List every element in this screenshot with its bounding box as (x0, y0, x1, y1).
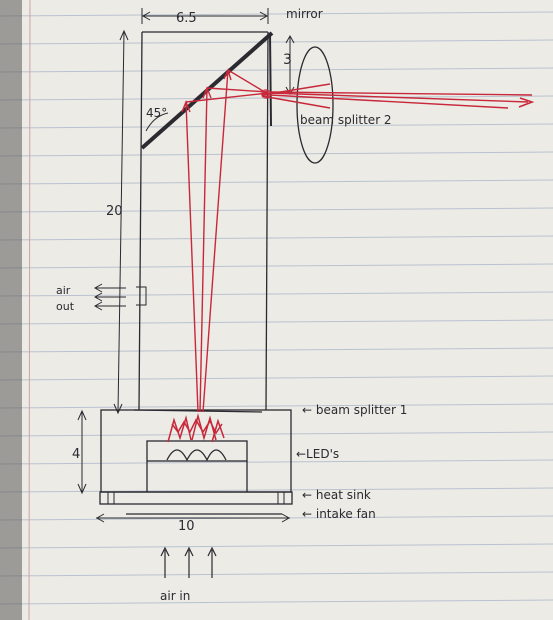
air-out-arrows (93, 283, 147, 311)
beam-splitter-2-spot (261, 89, 271, 99)
mirror-label: mirror (286, 7, 323, 21)
base-width-label: 10 (178, 519, 195, 534)
beam-splitter-2-label: beam splitter 2 (300, 113, 392, 127)
air-out-label-2: out (56, 300, 75, 313)
splitter-offset-label: 3 (283, 52, 292, 68)
ruled-lines (0, 11, 553, 605)
top-width-dimension (141, 8, 269, 24)
air-in-label: air in (160, 589, 190, 603)
page-shadow-left (0, 0, 22, 620)
beam-splitter-2-plate (269, 33, 272, 127)
tower-height-label: 20 (106, 204, 123, 219)
ray-arrowheads (181, 67, 232, 113)
beam-splitter-1-label: ← beam splitter 1 (302, 403, 407, 417)
mirror-angle-label: 45° (146, 106, 167, 120)
angle-arc (145, 112, 169, 132)
heat-sink-fins (107, 492, 285, 504)
base-height-label: 4 (72, 447, 80, 462)
base-height-dimension (77, 409, 87, 495)
base-width-dimension (95, 513, 291, 523)
air-in-arrows (160, 546, 217, 578)
margin-line (28, 0, 31, 620)
output-arrowhead (518, 97, 535, 108)
top-width-label: 6.5 (176, 11, 197, 26)
intake-fan-label: ← intake fan (302, 507, 376, 521)
air-out-label-1: air (56, 284, 71, 297)
tower-height-dimension (113, 29, 129, 415)
lens (296, 46, 334, 164)
led-emitters (167, 413, 225, 443)
leds-label: ←LED's (296, 447, 339, 461)
heat-sink-label: ← heat sink (302, 488, 371, 502)
heat-sink (99, 491, 293, 505)
light-rays (185, 69, 533, 413)
